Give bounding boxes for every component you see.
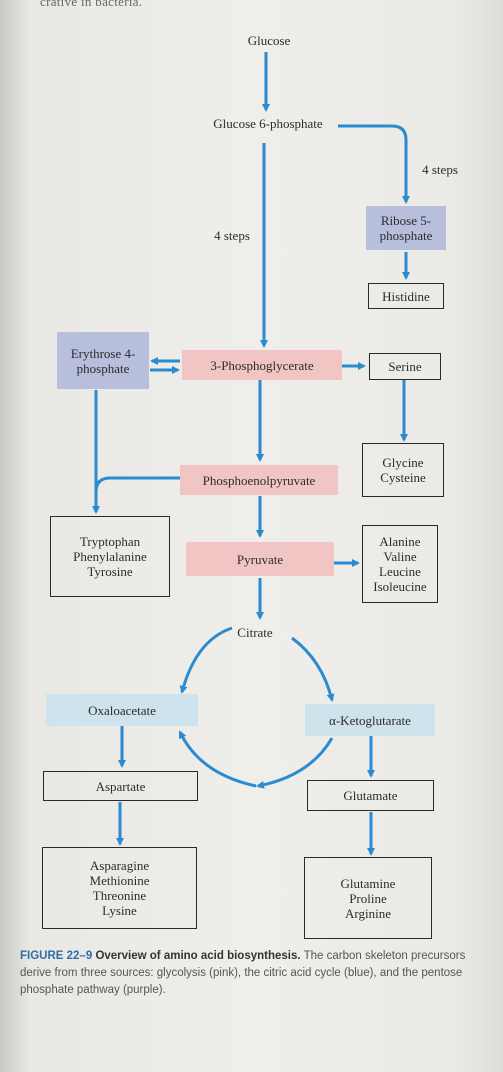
four-steps-label-right: 4 steps: [422, 162, 458, 177]
four-steps-label-left: 4 steps: [214, 228, 250, 243]
aromatic-amino-acids-box: Tryptophan Phenylalanine Tyrosine: [50, 516, 170, 597]
aspartate-box: Aspartate: [43, 771, 198, 801]
pyruvate-box: Pyruvate: [186, 542, 334, 576]
arrow-g6p-to-ribose: [338, 124, 410, 204]
phosphoenolpyruvate-box: Phosphoenolpyruvate: [180, 465, 338, 495]
3-phosphoglycerate-box: 3-Phosphoglycerate: [182, 350, 342, 380]
cycle-arc-oxaloacetate-to-citrate: [179, 626, 233, 694]
ribose-5-phosphate-box: Ribose 5- phosphate: [366, 206, 446, 250]
figure-caption: FIGURE 22–9 Overview of amino acid biosy…: [20, 948, 480, 999]
aspartate-derived-amino-acids-box: Asparagine Methionine Threonine Lysine: [42, 847, 197, 929]
alpha-ketoglutarate-box: α-Ketoglutarate: [305, 704, 435, 736]
glutamate-box: Glutamate: [307, 780, 434, 811]
arrow-pep-to-aromatics: [94, 476, 180, 493]
cycle-arc-citrate-to-ketoglutarate: [291, 636, 335, 702]
figure-caption-body: The carbon skeleton precursors derive fr…: [20, 950, 466, 996]
glycine-cysteine-box: Glycine Cysteine: [362, 443, 444, 497]
serine-label: Serine: [388, 359, 422, 374]
cycle-arc-lower-to-oxaloacetate: [178, 730, 257, 788]
header-text-fragment: crative in bacteria.: [40, 0, 143, 9]
figure-title: Overview of amino acid biosynthesis.: [95, 950, 301, 962]
citrate-label: Citrate: [237, 625, 273, 640]
histidine-box: Histidine: [368, 283, 444, 309]
glutamate-derived-amino-acids-box: Glutamine Proline Arginine: [304, 857, 432, 939]
cycle-arc-ketoglutarate-lower: [256, 737, 334, 789]
figure-number: FIGURE 22–9: [20, 950, 93, 962]
glucose-6-phosphate-label: Glucose 6-phosphate: [213, 116, 323, 131]
serine-box: [369, 353, 441, 380]
oxaloacetate-box: Oxaloacetate: [46, 694, 198, 726]
erythrose-4-phosphate-box: Erythrose 4- phosphate: [57, 332, 149, 389]
glucose-label: Glucose: [247, 33, 291, 48]
pyruvate-derived-amino-acids-box: Alanine Valine Leucine Isoleucine: [362, 525, 438, 603]
